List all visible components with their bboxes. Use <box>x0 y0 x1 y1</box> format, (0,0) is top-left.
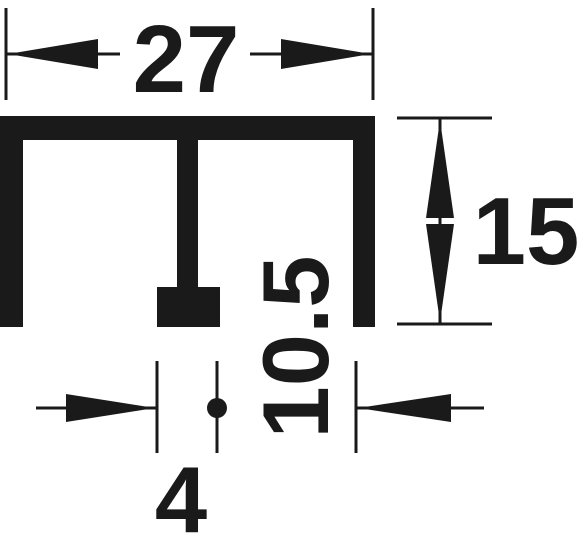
slot-arrow-left <box>66 394 155 422</box>
width-dimension: 27 <box>4 6 375 113</box>
profile-center-web <box>177 116 198 290</box>
profile-left-wall <box>0 116 23 327</box>
slot-center-dot <box>207 398 227 418</box>
height-dimension: 15 <box>397 116 580 326</box>
profile-right-wall <box>353 116 375 327</box>
width-arrow-left <box>8 39 98 69</box>
rail-profile <box>0 116 375 327</box>
height-label: 15 <box>473 178 580 285</box>
width-label: 27 <box>133 6 240 113</box>
slot-label: 4 <box>155 447 207 552</box>
profile-center-foot <box>157 287 220 327</box>
bottom-dimensions: 4 10.5 <box>36 256 484 552</box>
gap-arrow-right <box>358 394 451 422</box>
width-arrow-right <box>281 39 371 69</box>
inner-gap-label: 10.5 <box>243 256 348 439</box>
height-arrow-top <box>426 120 454 218</box>
height-arrow-bottom <box>426 224 454 322</box>
